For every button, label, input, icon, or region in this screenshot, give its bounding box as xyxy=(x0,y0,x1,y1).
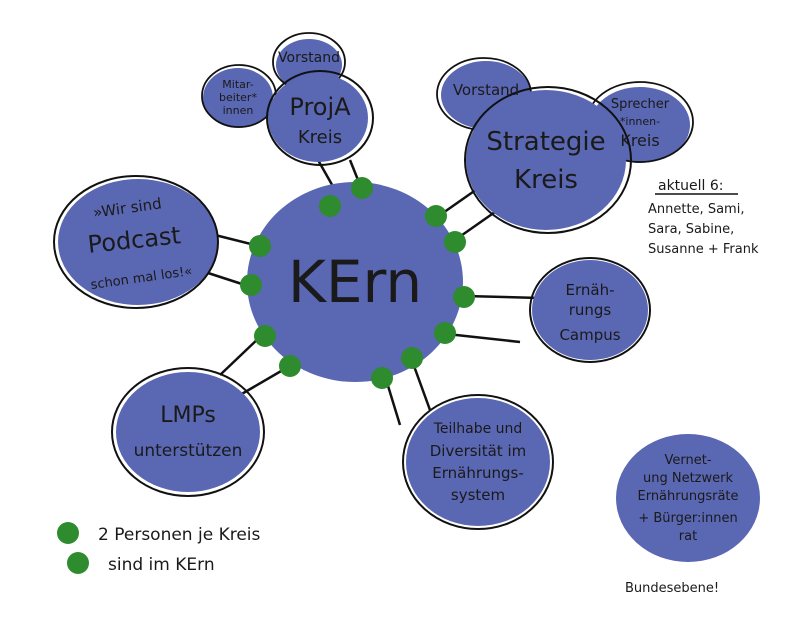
dot-podcast-2 xyxy=(240,274,262,296)
campus-line-3: Campus xyxy=(559,326,620,344)
dot-strategie-2 xyxy=(444,231,466,253)
connector-campus-2 xyxy=(446,332,521,344)
proja-vorstand-label: Vorstand xyxy=(278,50,340,66)
campus-line-1: Ernäh- xyxy=(566,281,615,299)
outline-lmps xyxy=(111,367,265,497)
legend-dot-2 xyxy=(67,552,89,574)
strategie-line-2: Kreis xyxy=(514,165,578,195)
outline-proja xyxy=(266,70,374,166)
dot-lmps-1 xyxy=(254,325,276,347)
circle-lmps xyxy=(116,372,260,492)
teilhabe-line-4: system xyxy=(451,486,505,504)
circle-kern xyxy=(247,182,463,382)
teilhabe-line-2: Diversität im xyxy=(430,442,526,460)
teilhabe-line-3: Ernährungs- xyxy=(432,464,524,482)
vernetzung-line-1: Vernet- xyxy=(664,453,711,468)
proja-line-1: ProjA xyxy=(289,93,351,121)
vernetzung-line-5: rat xyxy=(679,529,697,544)
circles xyxy=(53,32,760,562)
circle-podcast xyxy=(58,179,218,305)
outline-podcast xyxy=(53,175,219,309)
vernetzung-line-4: + Bürger:innen xyxy=(638,511,737,526)
campus-line-2: rungs xyxy=(569,301,612,319)
lmps-line-1: LMPs xyxy=(160,403,216,428)
aktuell-line-2: Sara, Sabine, xyxy=(648,222,734,237)
lmps-line-2: unterstützen xyxy=(134,441,243,461)
dot-campus-1 xyxy=(453,286,475,308)
vernetzung-line-2: ung Netzwerk xyxy=(643,471,733,486)
dot-strategie-1 xyxy=(425,205,447,227)
person-dots xyxy=(57,177,475,574)
dot-lmps-2 xyxy=(279,355,301,377)
dot-proja-2 xyxy=(351,177,373,199)
proja-mitarbeiter-line-3: innen xyxy=(223,104,254,117)
proja-mitarbeiter-line-1: Mitar- xyxy=(222,78,253,91)
dot-teilhabe-2 xyxy=(401,347,423,369)
proja-mitarbeiter-line-2: beiter* xyxy=(219,91,257,104)
connector-campus-1 xyxy=(464,294,541,300)
kern-label: KErn xyxy=(288,248,422,316)
dot-podcast-1 xyxy=(249,235,271,257)
legend-line-1: 2 Personen je Kreis xyxy=(98,525,261,545)
sprecher-line-3: Kreis xyxy=(620,131,659,150)
teilhabe-line-1: Teilhabe und xyxy=(433,421,523,437)
outline-strategie xyxy=(464,86,632,234)
legend-dot-1 xyxy=(57,522,79,544)
circle-teilhabe xyxy=(406,398,550,526)
outline-teilhabe xyxy=(402,394,554,530)
aktuell-line-1: Annette, Sami, xyxy=(648,202,744,217)
circle-proja xyxy=(268,74,368,162)
connector-lmps-2 xyxy=(239,365,289,397)
aktuell-title: aktuell 6: xyxy=(658,178,724,194)
connector-podcast-2 xyxy=(204,270,246,287)
dot-campus-2 xyxy=(434,322,456,344)
circle-campus xyxy=(532,260,648,360)
circle-vernetzung xyxy=(616,434,760,562)
strategie-line-1: Strategie xyxy=(486,127,605,157)
dot-proja-1 xyxy=(319,195,341,217)
sprecher-line-2: *innen- xyxy=(620,115,660,128)
aktuell-line-3: Susanne + Frank xyxy=(648,242,759,257)
connector-podcast-1 xyxy=(214,233,256,247)
dot-teilhabe-1 xyxy=(371,367,393,389)
vernetzung-line-3: Ernährungsräte xyxy=(637,489,738,504)
proja-line-2: Kreis xyxy=(298,127,342,148)
outline-campus xyxy=(529,257,651,363)
connector-lmps-1 xyxy=(219,334,263,376)
strategie-vorstand-label: Vorstand xyxy=(453,81,519,99)
legend-line-2: sind im KErn xyxy=(108,555,215,575)
circle-proja-mitarbeiter xyxy=(203,68,273,128)
bundesebene-label: Bundesebene! xyxy=(625,581,719,596)
circle-strategie xyxy=(466,90,626,230)
sprecher-line-1: Sprecher xyxy=(611,97,670,112)
